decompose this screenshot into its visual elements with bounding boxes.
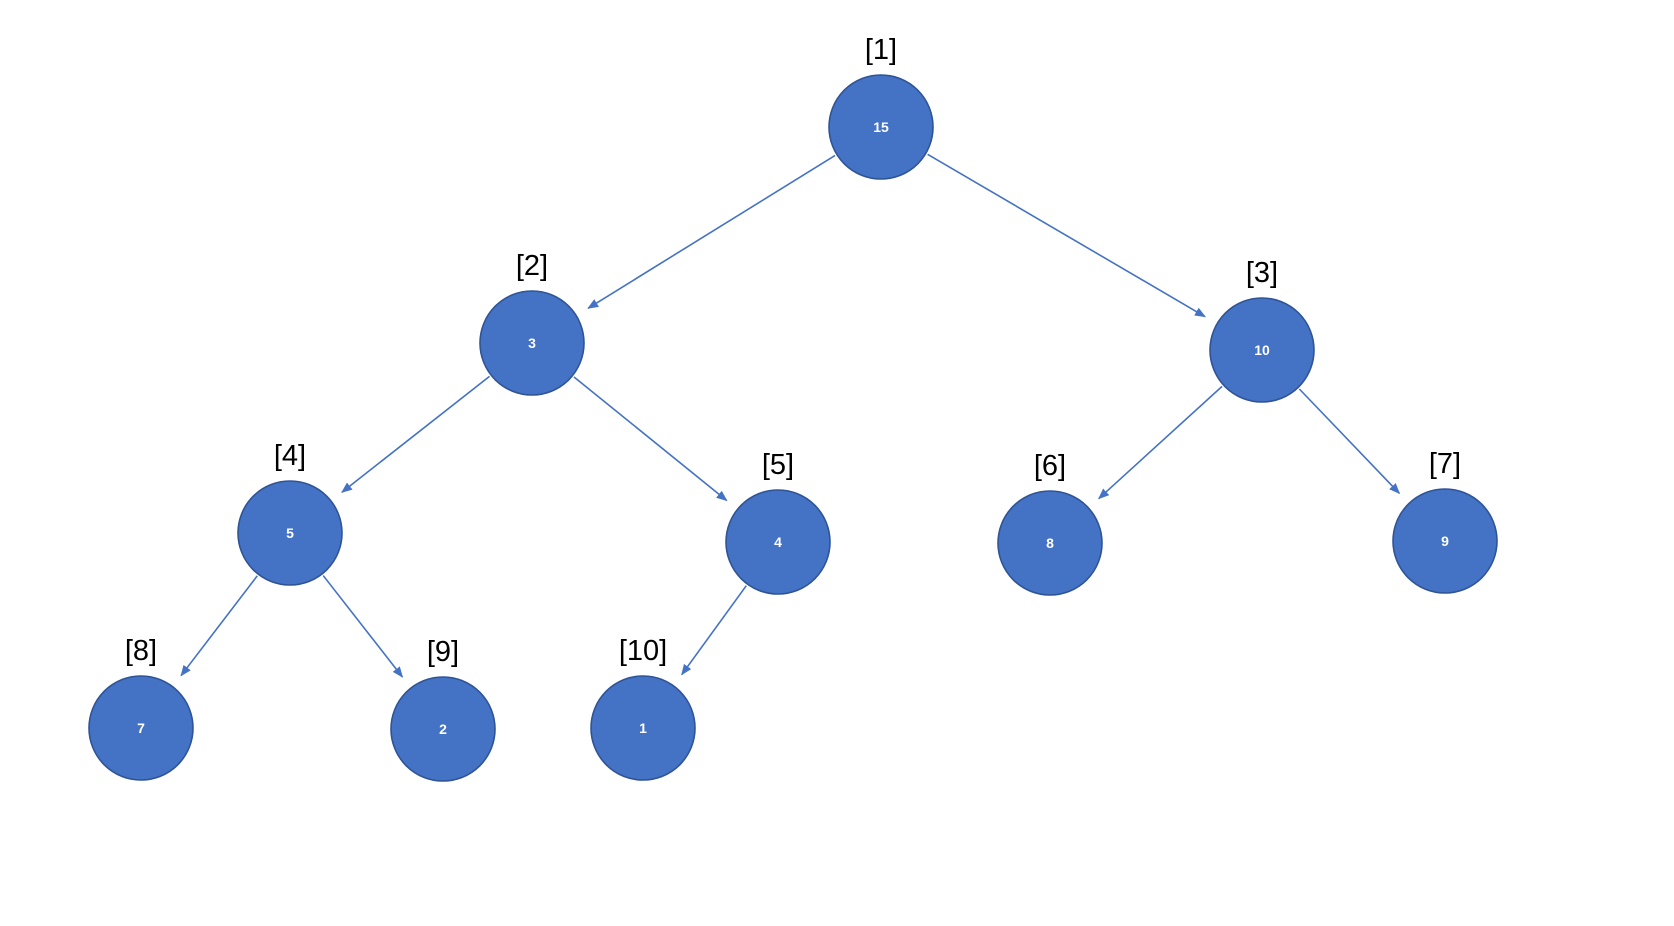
tree-node-7: [7] 9 xyxy=(1392,448,1498,594)
node-circle-8 xyxy=(88,675,194,781)
tree-node-5: [5] 4 xyxy=(725,449,831,595)
node-index-label-9: [9] xyxy=(427,636,459,668)
node-value-5: 4 xyxy=(774,534,782,550)
edge-arrow-1-2 xyxy=(587,154,836,309)
node-value-4: 5 xyxy=(286,525,294,541)
node-circle-3 xyxy=(1209,297,1315,403)
tree-node-9: [9] 2 xyxy=(390,636,496,782)
edge-arrow-4-9 xyxy=(322,575,404,678)
node-circle-1 xyxy=(828,74,934,180)
node-value-6: 8 xyxy=(1046,535,1054,551)
node-index-label-2: [2] xyxy=(516,250,548,282)
node-circle-7 xyxy=(1392,488,1498,594)
node-circle-9 xyxy=(390,676,496,782)
node-value-2: 3 xyxy=(528,335,536,351)
tree-node-4: [4] 5 xyxy=(237,440,343,586)
node-index-label-7: [7] xyxy=(1429,448,1461,480)
tree-node-1: [1] 15 xyxy=(828,34,934,180)
edge-arrow-2-4 xyxy=(341,375,491,493)
edge-arrow-3-7 xyxy=(1298,388,1401,495)
node-value-1: 15 xyxy=(873,119,889,135)
edge-arrow-4-8 xyxy=(180,575,258,677)
edge-arrow-5-10 xyxy=(681,585,747,676)
node-index-label-8: [8] xyxy=(125,635,157,667)
node-circle-5 xyxy=(725,489,831,595)
node-value-7: 9 xyxy=(1441,533,1449,549)
node-value-9: 2 xyxy=(439,721,447,737)
tree-node-8: [8] 7 xyxy=(88,635,194,781)
edge-arrow-2-5 xyxy=(573,376,728,502)
node-index-label-6: [6] xyxy=(1034,450,1066,482)
node-circle-6 xyxy=(997,490,1103,596)
node-circle-10 xyxy=(590,675,696,781)
node-circle-4 xyxy=(237,480,343,586)
node-index-label-3: [3] xyxy=(1246,257,1278,289)
tree-node-6: [6] 8 xyxy=(997,450,1103,596)
tree-node-10: [10] 1 xyxy=(590,635,696,781)
node-value-3: 10 xyxy=(1254,342,1270,358)
node-value-8: 7 xyxy=(137,720,145,736)
edge-arrow-1-3 xyxy=(927,153,1206,318)
node-index-label-1: [1] xyxy=(865,34,897,66)
edge-arrow-3-6 xyxy=(1098,385,1223,500)
node-index-label-10: [10] xyxy=(619,635,667,667)
tree-node-2: [2] 3 xyxy=(479,250,585,396)
node-index-label-5: [5] xyxy=(762,449,794,481)
node-value-10: 1 xyxy=(639,720,647,736)
tree-node-3: [3] 10 xyxy=(1209,257,1315,403)
node-circle-2 xyxy=(479,290,585,396)
node-index-label-4: [4] xyxy=(274,440,306,472)
